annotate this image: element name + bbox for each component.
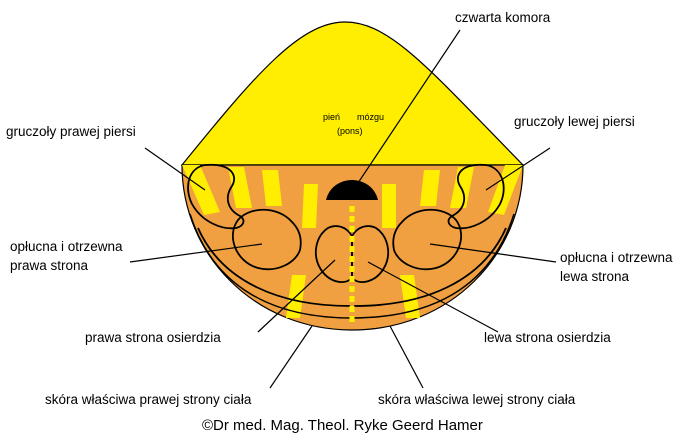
label-left-pleura-1: opłucna i otrzewna bbox=[560, 250, 673, 265]
label-right-dermis: skóra właściwa prawej strony ciała bbox=[45, 392, 252, 407]
label-left-pericardium: lewa strona osierdzia bbox=[484, 330, 611, 345]
label-right-breast-glands: gruczoły prawej piersi bbox=[6, 124, 136, 139]
label-brainstem-3: (pons) bbox=[337, 126, 363, 136]
label-right-pericardium: prawa strona osierdzia bbox=[85, 330, 221, 345]
label-fourth-ventricle: czwarta komora bbox=[455, 10, 551, 25]
cerebellum-upper-area bbox=[182, 22, 523, 165]
label-brainstem-1: pień bbox=[323, 112, 340, 122]
label-right-pleura-2: prawa strona bbox=[10, 258, 89, 273]
label-brainstem-2: mózgu bbox=[357, 112, 384, 122]
copyright: ©Dr med. Mag. Theol. Ryke Geerd Hamer bbox=[202, 417, 483, 434]
label-left-pleura-2: lewa strona bbox=[560, 269, 630, 284]
label-left-dermis: skóra właściwa lewej strony ciała bbox=[378, 392, 576, 407]
label-right-pleura-1: opłucna i otrzewna bbox=[10, 239, 123, 254]
label-left-breast-glands: gruczoły lewej piersi bbox=[514, 114, 635, 129]
